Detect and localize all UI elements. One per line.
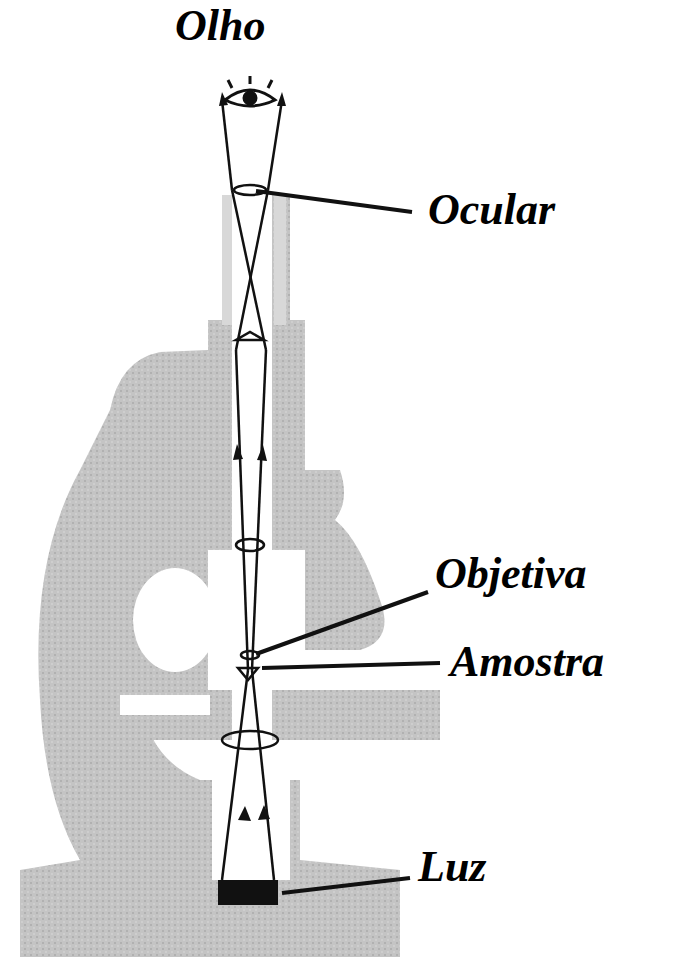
part-label: Objetiva	[435, 552, 587, 596]
part-label: Ocular	[428, 188, 555, 232]
part-label: Olho	[175, 4, 265, 48]
part-label: Amostra	[450, 640, 604, 684]
part-label: Luz	[418, 845, 486, 889]
